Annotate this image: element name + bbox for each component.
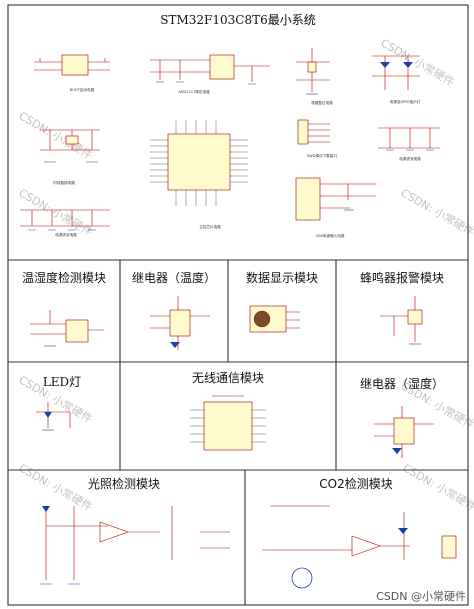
watermark: CSDN: 小常硬件 [379, 36, 457, 89]
swd-interface: SWD调试下载接口 [297, 119, 338, 158]
power-decoupling-circuit: 电源滤波电路 [20, 209, 110, 237]
module-title-relay-humidity: 继电器（湿度） [360, 376, 444, 391]
subcircuit-label-main-chip: 主控芯片电路 [199, 224, 221, 229]
relay-temp-circuit [150, 296, 210, 350]
co2-circuit [262, 505, 457, 589]
watermark: CSDN: 小常硬件 [17, 186, 95, 239]
module-title-wireless: 无线通信模块 [192, 371, 264, 385]
frame-lines [7, 4, 469, 606]
watermark: CSDN: 小常硬件 [401, 461, 474, 514]
module-title-co2: CO2检测模块 [319, 476, 392, 491]
subcircuit-label-power-filter: 电源滤波电路 [399, 156, 421, 161]
module-title-relay-temp: 继电器（温度） [132, 270, 216, 285]
wireless-circuit [190, 395, 266, 451]
subcircuit-label-reset-key: 按键复位电路 [311, 100, 333, 105]
led-circuit [36, 402, 71, 431]
subcircuit-label-clock: 时钟晶振电路 [53, 180, 75, 185]
temp-humidity-circuit [30, 310, 104, 347]
footer-credit: CSDN @小常硬件 [376, 590, 466, 603]
module-title-buzzer: 蜂鸣器报警模块 [360, 270, 444, 285]
gpio-led-circuit: 电源及GPIO指示灯 [372, 55, 421, 104]
watermark: CSDN: 小常硬件 [399, 186, 474, 239]
reset-key-circuit: 按键复位电路 [296, 48, 333, 105]
module-title-temp-humidity: 温湿度检测模块 [22, 270, 106, 285]
power-filter-circuit: 电源滤波电路 [378, 127, 440, 161]
clock-circuit: 时钟晶振电路 [40, 129, 100, 185]
subcircuit-label-ams1117: AMS1117降压电路 [178, 89, 210, 94]
subcircuit-label-gpio-led: 电源及GPIO指示灯 [390, 99, 421, 104]
main-chip: 主控芯片电路 [150, 120, 248, 229]
main-title: STM32F103C8T6最小系统 [160, 13, 315, 27]
subcircuit-label-boot: BOOT启动电路 [70, 87, 95, 92]
usb-power-circuit: USB电源输入电路 [295, 177, 376, 238]
buzzer-circuit [380, 296, 423, 345]
watermark: CSDN: 小常硬件 [17, 109, 95, 162]
subcircuit-label-power-decoupling: 电源滤波电路 [55, 232, 77, 237]
light-circuit [40, 506, 230, 585]
ams1117-circuit: AMS1117降压电路 [150, 54, 270, 94]
subcircuit-label-usb-power: USB电源输入电路 [316, 233, 345, 238]
display-circuit [249, 305, 300, 333]
subcircuit-label-swd: SWD调试下载接口 [307, 153, 338, 158]
module-title-led: LED灯 [43, 375, 81, 389]
relay-humidity-circuit [374, 406, 434, 458]
watermark: CSDN: 小常硬件 [17, 461, 95, 514]
module-title-display: 数据显示模块 [246, 270, 318, 285]
boot-circuit: BOOT启动电路 [34, 54, 110, 92]
module-title-light: 光照检测模块 [88, 476, 160, 491]
